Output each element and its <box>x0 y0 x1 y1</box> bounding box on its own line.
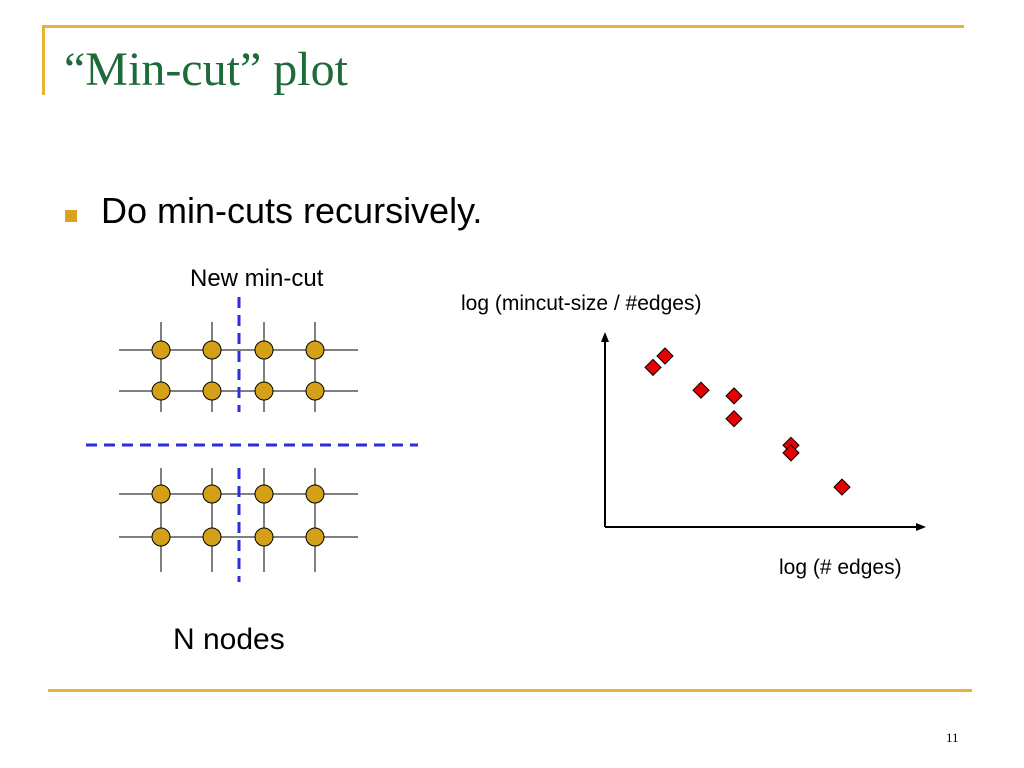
n-nodes-label: N nodes <box>173 623 285 656</box>
top-grid <box>119 297 358 412</box>
bottom-grid-edges <box>119 468 358 572</box>
slide-title: “Min-cut” plot <box>64 43 348 96</box>
y-axis-label: log (mincut-size / #edges) <box>461 292 702 315</box>
grid-node <box>254 340 274 360</box>
title-frame-left-rule <box>42 25 45 95</box>
grid-node <box>151 340 171 360</box>
scatter-point <box>833 478 851 496</box>
scatter-point <box>725 409 743 428</box>
grid-node <box>305 527 325 547</box>
footer-rule <box>48 689 972 692</box>
bottom-grid-nodes <box>151 484 325 547</box>
grid-node <box>254 484 274 504</box>
page-number: 11 <box>946 730 959 745</box>
scatter-point <box>782 444 800 462</box>
grid-node <box>305 484 325 504</box>
bullet-text: Do min-cuts recursively. <box>101 190 483 231</box>
grid-node <box>305 340 325 360</box>
grid-node <box>202 484 222 504</box>
scatter-points <box>644 347 851 496</box>
grid-node <box>305 381 325 401</box>
bottom-grid <box>119 468 358 582</box>
title-frame-top-rule <box>42 25 964 28</box>
y-axis-arrow <box>601 332 609 342</box>
grid-node <box>151 484 171 504</box>
scatter-chart <box>601 332 926 531</box>
grid-node <box>202 527 222 547</box>
scatter-point <box>725 387 743 405</box>
x-axis-label: log (# edges) <box>779 556 902 579</box>
new-min-cut-label: New min-cut <box>190 265 324 292</box>
bullet-marker <box>65 210 77 222</box>
scatter-point <box>644 358 662 377</box>
scatter-point <box>692 381 710 399</box>
grid-node <box>254 381 274 401</box>
scatter-point <box>656 347 674 365</box>
grid-node <box>202 381 222 401</box>
grid-node <box>202 340 222 360</box>
top-grid-nodes <box>151 340 325 401</box>
x-axis-arrow <box>916 523 926 531</box>
grid-node <box>151 381 171 401</box>
grid-node <box>151 527 171 547</box>
grid-node <box>254 527 274 547</box>
